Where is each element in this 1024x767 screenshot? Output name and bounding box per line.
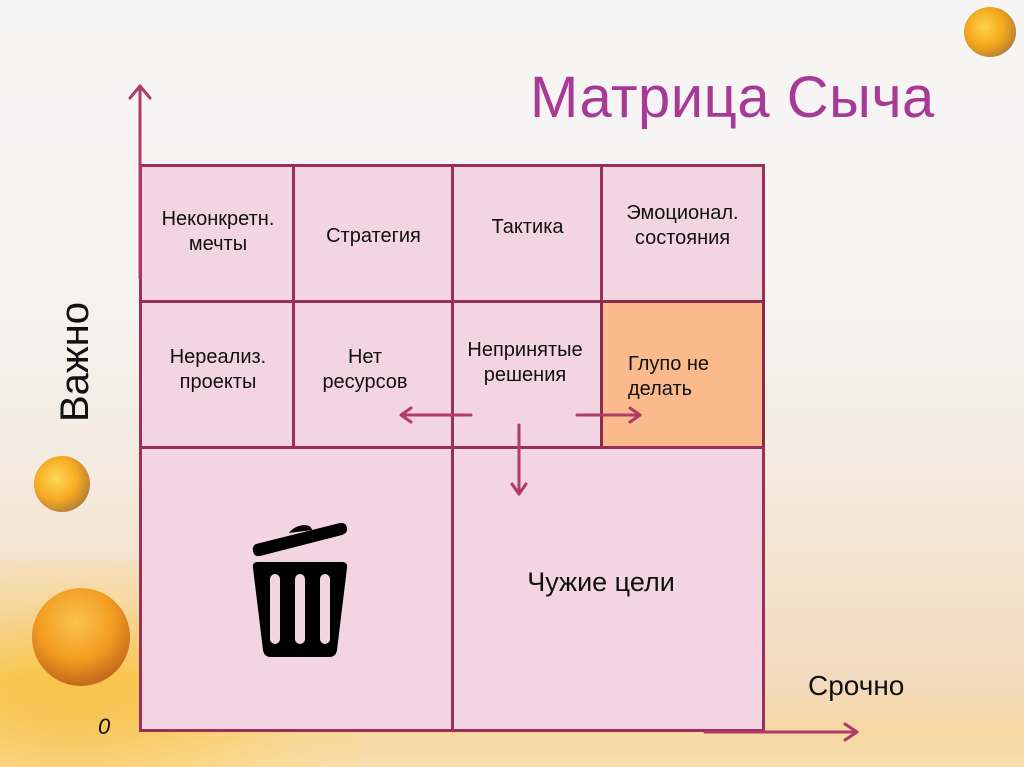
label-line: ресурсов [322, 371, 408, 393]
slide-title: Матрица Сыча [530, 65, 935, 130]
label-vague-dreams: Неконкретн. мечты [143, 207, 293, 257]
label-line: состояния [634, 227, 731, 249]
label-line: решения [483, 364, 567, 386]
label-unmade-decisions: Непринятые решения [450, 338, 600, 388]
label-line: Глупо не [628, 353, 710, 375]
label-line: Эмоционал. [626, 202, 739, 224]
decorative-orb-left-large [32, 588, 130, 686]
label-others-goals: Чужие цели [451, 566, 751, 598]
label-tactics: Тактика [454, 215, 601, 240]
decorative-orb-left-small [34, 456, 90, 512]
label-silly-not-to-do: Глупо не делать [628, 352, 748, 402]
label-line: Нереализ. [169, 346, 267, 368]
label-line: Тактика [491, 216, 564, 238]
origin-label: 0 [98, 714, 111, 739]
label-no-resources: Нет ресурсов [290, 345, 440, 395]
label-line: Чужие цели [527, 567, 675, 597]
label-emotional-states: Эмоционал. состояния [603, 201, 762, 251]
y-axis-label: Важно [53, 301, 97, 422]
label-line: делать [628, 378, 693, 400]
cell-no-resources [292, 300, 455, 450]
label-line: Стратегия [326, 225, 421, 247]
label-line: проекты [179, 371, 257, 393]
x-axis-label: Срочно [808, 670, 905, 701]
label-line: Непринятые [467, 339, 583, 361]
label-unrealized-projects: Нереализ. проекты [143, 345, 293, 395]
label-line: мечты [188, 233, 248, 255]
label-line: Нет [347, 346, 383, 368]
label-line: Неконкретн. [161, 208, 275, 230]
decorative-orb-top-right [964, 7, 1016, 57]
label-strategy: Стратегия [295, 224, 452, 249]
cell-others-goals [451, 446, 765, 732]
